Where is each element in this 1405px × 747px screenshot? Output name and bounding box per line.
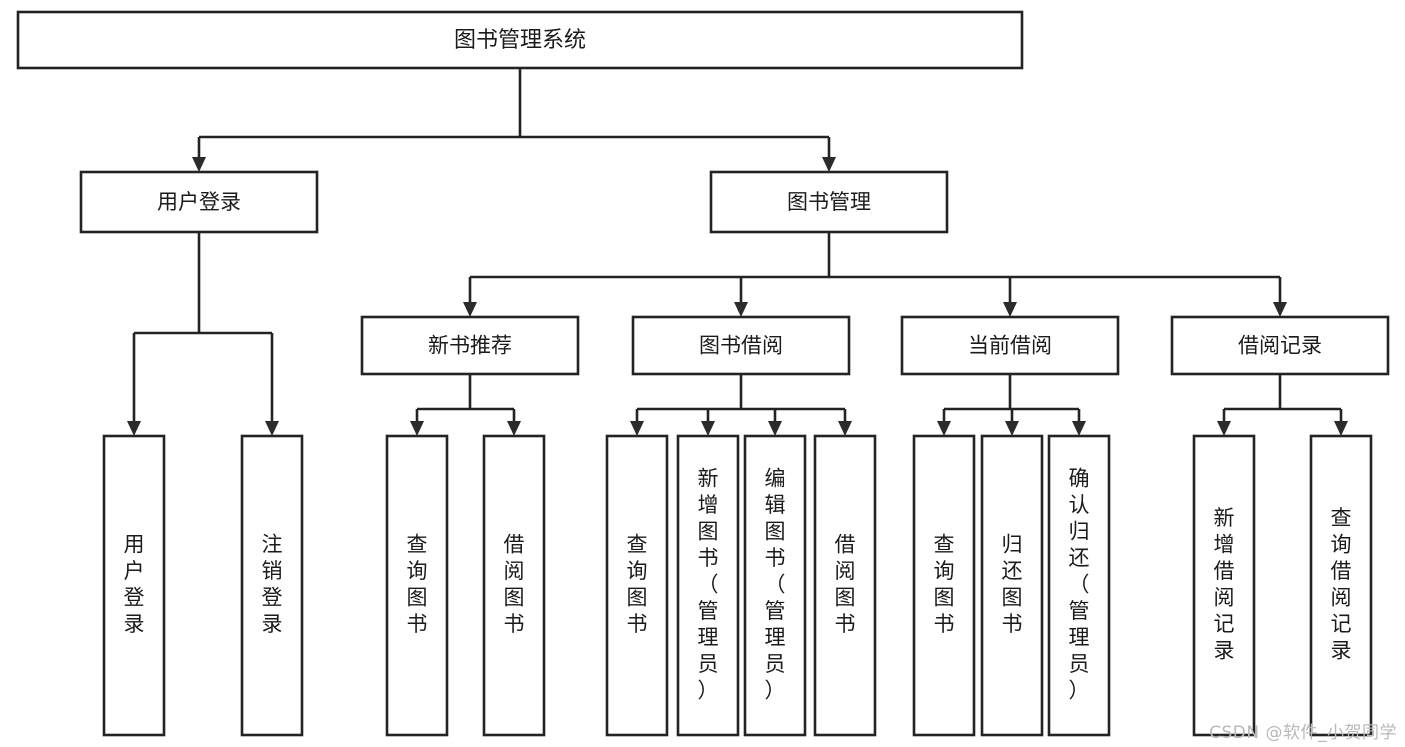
conn-borrow-branch-3-arrowhead (838, 421, 852, 436)
conn-book-mgmt-branch-3-arrowhead (1273, 302, 1287, 317)
node-leaf-5-label: 新增图书（管理员） (698, 466, 719, 702)
node-l3-0[interactable]: 新书推荐 (360, 315, 580, 376)
node-l2-0-rect (79, 170, 319, 234)
node-l3-2-rect (900, 315, 1120, 376)
node-leaf-8-label: 查询图书 (934, 533, 955, 637)
node-l2-1[interactable]: 图书管理 (709, 170, 949, 234)
node-leaf-10[interactable]: 确认归还（管理员） (1047, 434, 1111, 737)
node-leaf-11-label: 新增借阅记录 (1214, 506, 1235, 663)
node-leaf-6-label: 编辑图书（管理员） (765, 466, 786, 702)
node-l2-1-rect (709, 170, 949, 234)
node-l3-2-label: 当前借阅 (968, 334, 1052, 358)
node-leaf-9[interactable]: 归还图书 (980, 434, 1044, 737)
node-leaf-3-label: 借阅图书 (504, 533, 525, 637)
node-l2-0[interactable]: 用户登录 (79, 170, 319, 234)
node-leaf-3[interactable]: 借阅图书 (482, 434, 546, 737)
node-leaf-10-rect (1047, 434, 1111, 737)
node-leaf-4-rect (605, 434, 669, 737)
node-l3-3-rect (1170, 315, 1390, 376)
conn-current-branch-0-arrowhead (937, 421, 951, 436)
node-leaf-9-rect (980, 434, 1044, 737)
node-leaf-1[interactable]: 注销登录 (240, 434, 304, 737)
conn-current-branch-1-arrowhead (1005, 421, 1019, 436)
node-l2-1-label: 图书管理 (787, 190, 871, 214)
conn-book-mgmt-branch-2-arrowhead (1003, 302, 1017, 317)
node-l3-1-label: 图书借阅 (699, 334, 783, 358)
node-l3-1[interactable]: 图书借阅 (631, 315, 851, 376)
conn-record-branch-1-arrowhead (1334, 421, 1348, 436)
node-l3-1-rect (631, 315, 851, 376)
node-leaf-6[interactable]: 编辑图书（管理员） (743, 434, 807, 737)
node-root-system-rect (16, 10, 1024, 70)
node-leaf-0[interactable]: 用户登录 (102, 434, 166, 737)
node-leaf-0-label: 用户登录 (124, 533, 145, 637)
node-leaf-10-label: 确认归还（管理员） (1069, 466, 1090, 702)
node-leaf-11[interactable]: 新增借阅记录 (1192, 434, 1256, 737)
node-leaf-12[interactable]: 查询借阅记录 (1309, 434, 1373, 737)
conn-user-login-branch-1-arrowhead (265, 421, 279, 436)
node-leaf-4[interactable]: 查询图书 (605, 434, 669, 737)
node-l3-2[interactable]: 当前借阅 (900, 315, 1120, 376)
conn-new-book-branch-0-arrowhead (410, 421, 424, 436)
node-leaf-6-rect (743, 434, 807, 737)
conn-current-branch-2-arrowhead (1072, 421, 1086, 436)
node-leaf-5[interactable]: 新增图书（管理员） (676, 434, 740, 737)
node-leaf-1-rect (240, 434, 304, 737)
conn-book-mgmt-branch-1-arrowhead (734, 302, 748, 317)
node-l3-3[interactable]: 借阅记录 (1170, 315, 1390, 376)
conn-root-branch-1-arrowhead (822, 157, 836, 172)
node-leaf-2-label: 查询图书 (407, 533, 428, 637)
node-leaf-2-rect (385, 434, 449, 737)
conn-root-branch-0-arrowhead (192, 157, 206, 172)
node-l3-0-rect (360, 315, 580, 376)
conn-new-book-branch-1-arrowhead (507, 421, 521, 436)
conn-user-login-branch-0-arrowhead (127, 421, 141, 436)
node-leaf-12-rect (1309, 434, 1373, 737)
csdn-watermark: CSDN @软件_小贺同学 (1209, 723, 1397, 743)
node-leaf-5-rect (676, 434, 740, 737)
conn-book-mgmt-branch-0-arrowhead (463, 302, 477, 317)
node-leaf-12-label: 查询借阅记录 (1331, 506, 1352, 663)
conn-record-branch-0-arrowhead (1217, 421, 1231, 436)
conn-borrow-branch-2-arrowhead (768, 421, 782, 436)
node-l3-3-label: 借阅记录 (1238, 334, 1322, 358)
node-leaf-3-rect (482, 434, 546, 737)
node-leaf-7[interactable]: 借阅图书 (813, 434, 877, 737)
connector-layer (127, 68, 1348, 436)
node-leaf-2[interactable]: 查询图书 (385, 434, 449, 737)
node-leaf-8[interactable]: 查询图书 (912, 434, 976, 737)
node-l2-0-label: 用户登录 (157, 190, 241, 214)
conn-borrow-branch-0-arrowhead (630, 421, 644, 436)
node-leaf-7-rect (813, 434, 877, 737)
node-l3-0-label: 新书推荐 (428, 334, 512, 358)
node-leaf-9-label: 归还图书 (1002, 533, 1023, 637)
node-leaf-0-rect (102, 434, 166, 737)
node-leaf-8-rect (912, 434, 976, 737)
conn-borrow-branch-1-arrowhead (701, 421, 715, 436)
node-leaf-7-label: 借阅图书 (835, 533, 856, 637)
node-leaf-1-label: 注销登录 (262, 533, 283, 637)
node-layer: 图书管理系统用户登录图书管理新书推荐图书借阅当前借阅借阅记录用户登录注销登录查询… (16, 10, 1390, 737)
node-root-system[interactable]: 图书管理系统 (16, 10, 1024, 70)
node-leaf-4-label: 查询图书 (627, 533, 648, 637)
node-root-system-label: 图书管理系统 (454, 28, 586, 53)
node-leaf-11-rect (1192, 434, 1256, 737)
